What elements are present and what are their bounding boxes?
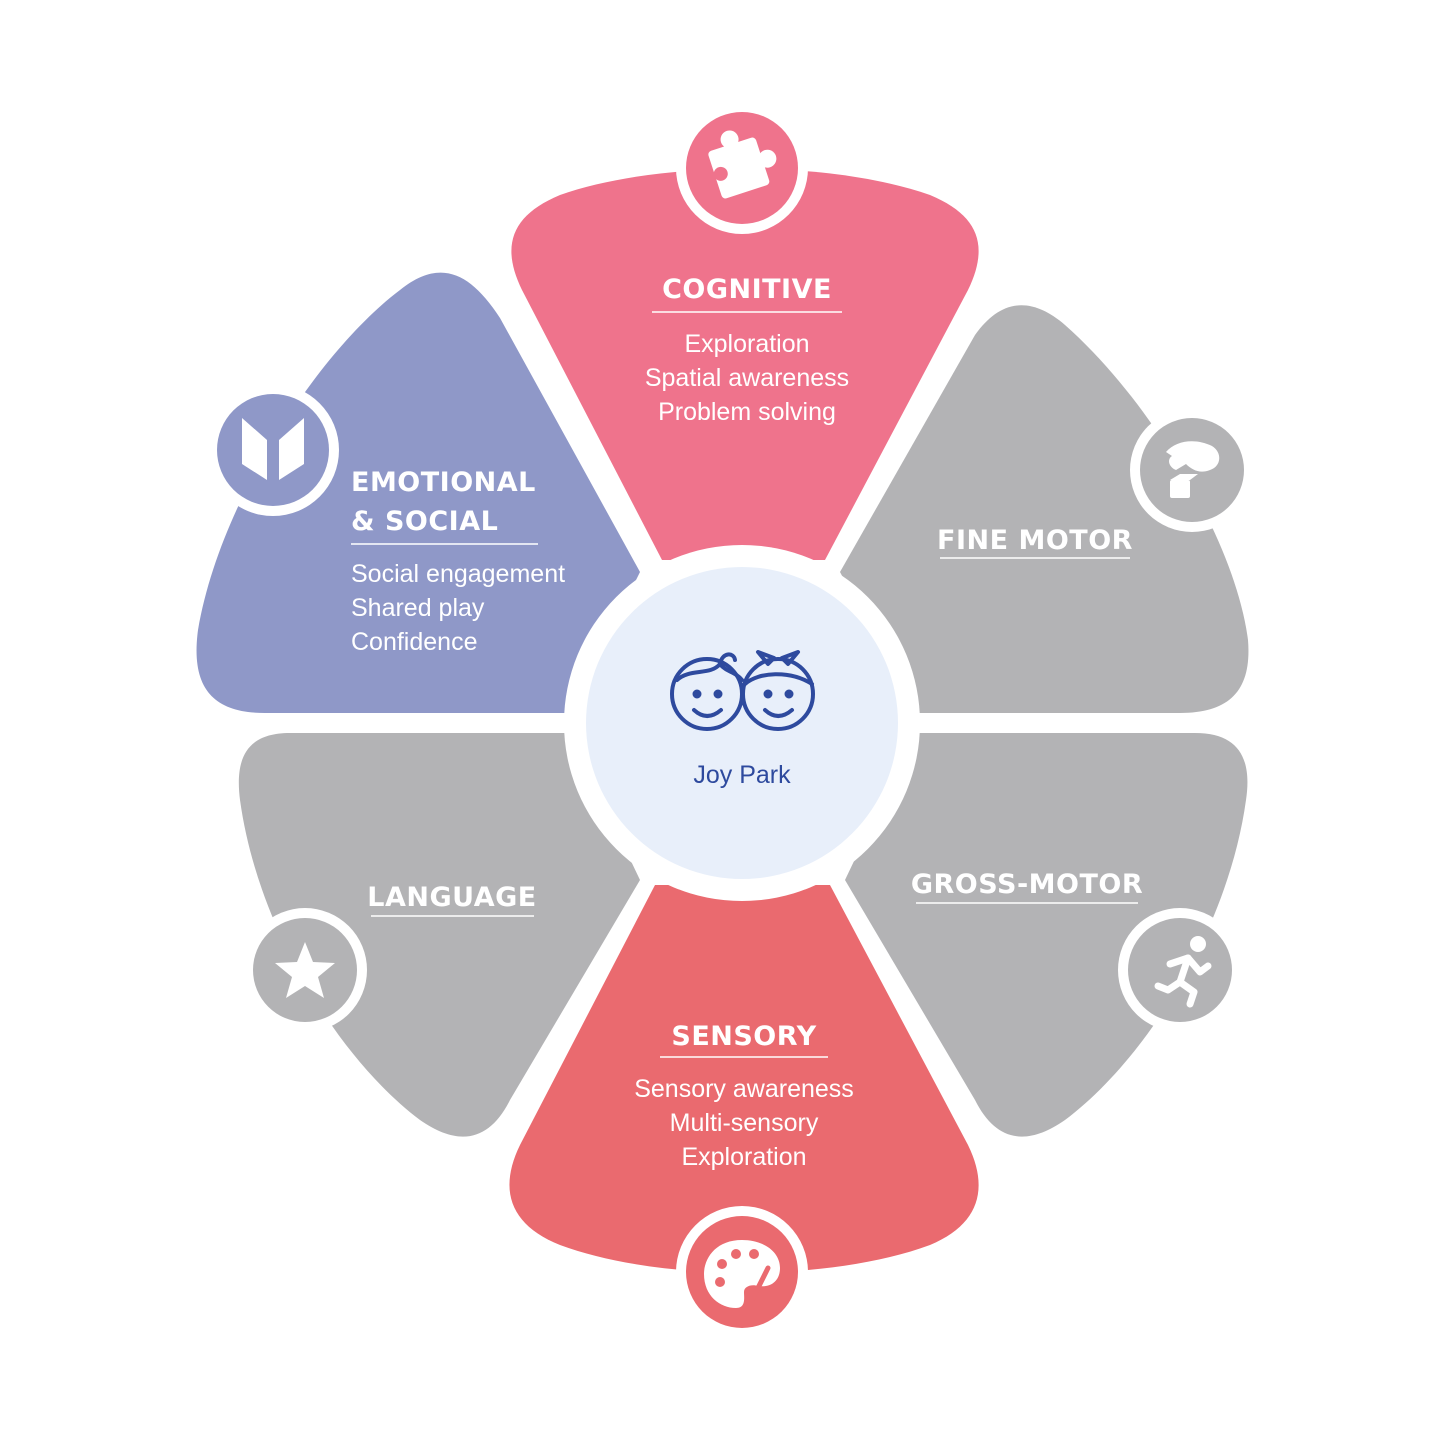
hand-block-icon xyxy=(1166,441,1220,498)
center-hub[interactable] xyxy=(586,567,898,879)
badge-emotional-social[interactable] xyxy=(207,384,339,516)
cognitive-item: Problem solving xyxy=(658,398,836,426)
badge-cognitive[interactable] xyxy=(676,102,808,234)
emotional-item: Confidence xyxy=(351,628,477,656)
language-title: LANGUAGE xyxy=(367,882,536,913)
petal-emotional-social[interactable] xyxy=(196,272,640,713)
sensory-item: Exploration xyxy=(681,1143,806,1171)
petal-gross-motor[interactable] xyxy=(845,733,1248,1137)
emotional-item: Shared play xyxy=(351,594,485,622)
kids-faces-icon xyxy=(670,650,815,731)
badge-language[interactable] xyxy=(243,908,367,1032)
emotional-title-line2: & SOCIAL xyxy=(351,506,498,537)
fine-motor-title: FINE MOTOR xyxy=(937,525,1133,556)
badge-gross-motor[interactable] xyxy=(1118,908,1242,1032)
badge-sensory[interactable] xyxy=(676,1206,808,1338)
emotional-title-line1: EMOTIONAL xyxy=(351,467,536,498)
cognitive-item: Spatial awareness xyxy=(645,364,849,392)
sensory-title: SENSORY xyxy=(671,1021,816,1052)
star-icon xyxy=(275,942,335,998)
sensory-item: Sensory awareness xyxy=(634,1075,854,1103)
cognitive-item: Exploration xyxy=(684,330,809,358)
emotional-item: Social engagement xyxy=(351,560,565,588)
petal-language[interactable] xyxy=(238,733,640,1137)
petal-fine-motor[interactable] xyxy=(840,305,1249,713)
center-label: Joy Park xyxy=(693,761,791,789)
gross-motor-title: GROSS-MOTOR xyxy=(911,869,1143,900)
running-person-icon xyxy=(1154,936,1212,1008)
book-icon xyxy=(242,418,304,480)
petal-sensory[interactable] xyxy=(509,885,979,1273)
cognitive-title: COGNITIVE xyxy=(662,274,832,305)
palette-icon xyxy=(704,1240,780,1308)
puzzle-icon xyxy=(708,130,777,199)
sensory-item: Multi-sensory xyxy=(670,1109,819,1137)
petal-cognitive[interactable] xyxy=(511,168,979,560)
badge-fine-motor[interactable] xyxy=(1130,408,1254,532)
